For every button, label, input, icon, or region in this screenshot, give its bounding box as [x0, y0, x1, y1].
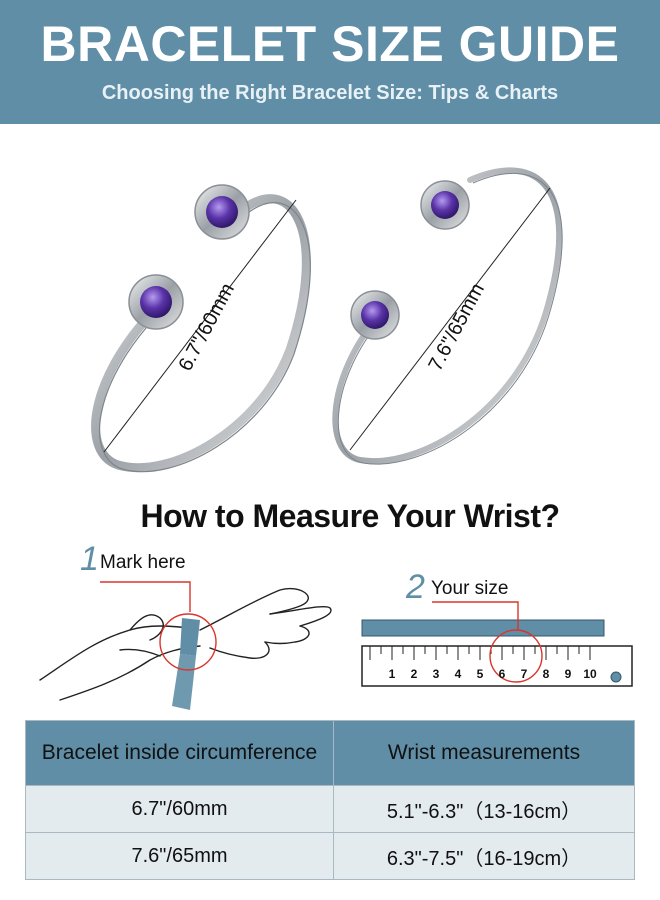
gem-icon — [128, 274, 184, 330]
table-row: 6.7"/60mm 5.1"-6.3"（13-16cm） — [25, 785, 635, 833]
how-to-heading: How to Measure Your Wrist? — [140, 498, 560, 534]
step-1-number: 1 — [80, 540, 99, 578]
ruler-number: 5 — [477, 667, 484, 681]
gem-icon — [420, 180, 470, 230]
gem-icon — [194, 184, 250, 240]
mark-circle — [159, 613, 217, 671]
table-cell: 6.3"-7.5"（16-19cm） — [333, 832, 635, 880]
table-header: Bracelet inside circumference — [25, 720, 334, 786]
table-header-row: Bracelet inside circumference Wrist meas… — [25, 720, 635, 786]
table-row: 7.6"/65mm 6.3"-7.5"（16-19cm） — [25, 832, 635, 880]
ruler-hole-icon — [610, 671, 622, 683]
bracelet-illustrations: 6.7"/60mm 7.6"/65mm — [91, 167, 563, 473]
header-banner: BRACELET SIZE GUIDE Choosing the Right B… — [0, 0, 660, 124]
bracelet-size-label: 7.6"/65mm — [424, 280, 489, 375]
step-1-label: Mark here — [100, 552, 186, 573]
measuring-strip — [361, 619, 605, 637]
table-header: Wrist measurements — [333, 720, 635, 786]
ruler-number: 9 — [565, 667, 572, 681]
hand-icon — [39, 587, 332, 701]
ruler-number: 6 — [499, 667, 506, 681]
ruler — [361, 645, 633, 687]
ruler-number: 3 — [433, 667, 440, 681]
bracelet-size-label: 6.7"/60mm — [174, 280, 239, 375]
ruler-number: 2 — [411, 667, 418, 681]
ruler-number: 1 — [389, 667, 396, 681]
table-cell: 5.1"-6.3"（13-16cm） — [333, 785, 635, 833]
step-2-number: 2 — [406, 568, 425, 606]
measuring-strap — [180, 618, 200, 656]
table-cell: 6.7"/60mm — [25, 785, 334, 833]
step-2-label: Your size — [431, 578, 509, 599]
size-table: Bracelet inside circumference Wrist meas… — [25, 720, 635, 880]
gem-icon — [350, 290, 400, 340]
size-circle — [489, 629, 543, 683]
measurement-illustration: 1 2 3 4 5 6 7 8 9 10 — [39, 581, 633, 710]
ruler-number: 8 — [543, 667, 550, 681]
ruler-number: 7 — [521, 667, 528, 681]
table-cell: 7.6"/65mm — [25, 832, 334, 880]
page-subtitle: Choosing the Right Bracelet Size: Tips &… — [101, 82, 559, 104]
page-title: BRACELET SIZE GUIDE — [40, 16, 620, 72]
bracelet-large: 7.6"/65mm — [332, 167, 563, 465]
bracelet-small: 6.7"/60mm — [91, 184, 311, 473]
ruler-number: 10 — [583, 667, 597, 681]
ruler-number: 4 — [455, 667, 462, 681]
